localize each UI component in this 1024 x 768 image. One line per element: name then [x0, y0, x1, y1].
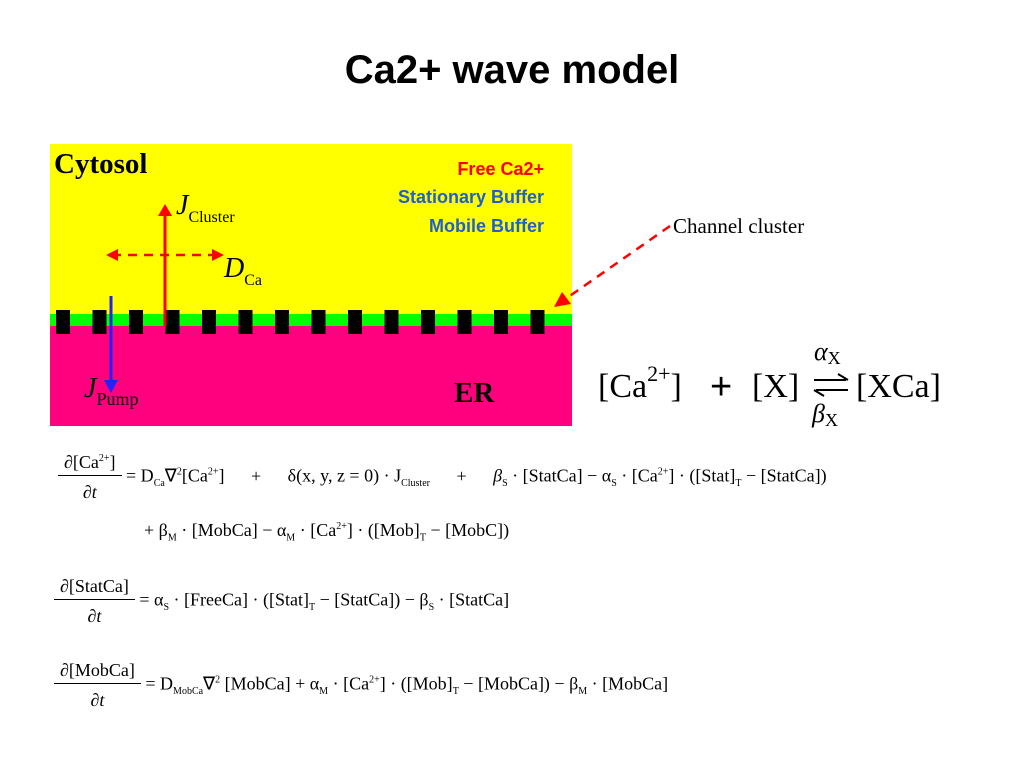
beta-x-label: βX — [811, 399, 838, 430]
membrane-channel — [92, 310, 107, 334]
cluster-arrowhead — [158, 204, 172, 216]
equation-free-ca-line2: + βM · [MobCa] − αM · [Ca2+] · ([Mob]T −… — [144, 520, 510, 544]
eq2-fraction: ∂[StatCa] ∂t — [54, 576, 135, 627]
alpha-x-label: αX — [814, 337, 841, 368]
equation-free-ca: ∂[Ca2+] ∂t = DCa∇2[Ca2+] + δ(x, y, z = 0… — [58, 452, 827, 503]
membrane-channel — [202, 310, 216, 334]
j-pump-label: JPump — [84, 373, 138, 409]
channel-row — [56, 310, 545, 334]
d-ca-label: DCa — [223, 253, 262, 289]
er-region — [50, 326, 572, 426]
ca-wave-diagram: Cytosol Free Ca2+ Stationary Buffer Mobi… — [50, 144, 572, 426]
pointer-arrowhead — [554, 292, 571, 307]
reaction-x: [X] — [752, 368, 799, 405]
membrane-channel — [530, 310, 545, 334]
membrane-channel — [348, 310, 362, 334]
reaction-product: [XCa] — [856, 368, 941, 405]
membrane-channel — [384, 310, 399, 334]
membrane-channel — [421, 310, 435, 334]
channel-cluster-label: Channel cluster — [673, 214, 805, 238]
diffusion-arrowhead-left — [106, 249, 118, 261]
pump-arrowhead — [104, 380, 118, 393]
cytosol-label: Cytosol — [54, 148, 147, 180]
reaction-plus: + — [710, 366, 732, 408]
equation-stationary-buffer: ∂[StatCa] ∂t = αS · [FreeCa] · ([Stat]T … — [54, 576, 509, 627]
reaction-ca: [Ca2+] — [598, 361, 682, 405]
legend-stationary-buffer: Stationary Buffer — [398, 187, 544, 207]
equation-mobile-buffer: ∂[MobCa] ∂t = DMobCa∇2 [MobCa] + αM · [C… — [54, 660, 668, 711]
binding-reaction: [Ca2+] + [X] αX βX [XCa] — [598, 337, 941, 430]
membrane-channel — [165, 310, 180, 334]
diffusion-arrowhead-right — [212, 249, 224, 261]
membrane-band — [50, 314, 572, 326]
membrane-channel — [275, 310, 289, 334]
eq3-fraction: ∂[MobCa] ∂t — [54, 660, 141, 711]
j-cluster-label: JCluster — [176, 190, 235, 226]
membrane-channel — [56, 310, 70, 334]
er-label: ER — [454, 377, 495, 409]
legend-free-ca: Free Ca2+ — [457, 159, 544, 179]
membrane-channel — [494, 310, 508, 334]
cytosol-region — [50, 144, 572, 314]
membrane-channel — [238, 310, 253, 334]
eq1-fraction: ∂[Ca2+] ∂t — [58, 452, 122, 503]
membrane-channel — [129, 310, 143, 334]
membrane-channel — [311, 310, 326, 334]
legend-mobile-buffer: Mobile Buffer — [429, 216, 544, 236]
slide-title: Ca2+ wave model — [344, 48, 680, 92]
channel-pointer-arrow — [554, 224, 671, 307]
membrane-channel — [457, 310, 472, 334]
